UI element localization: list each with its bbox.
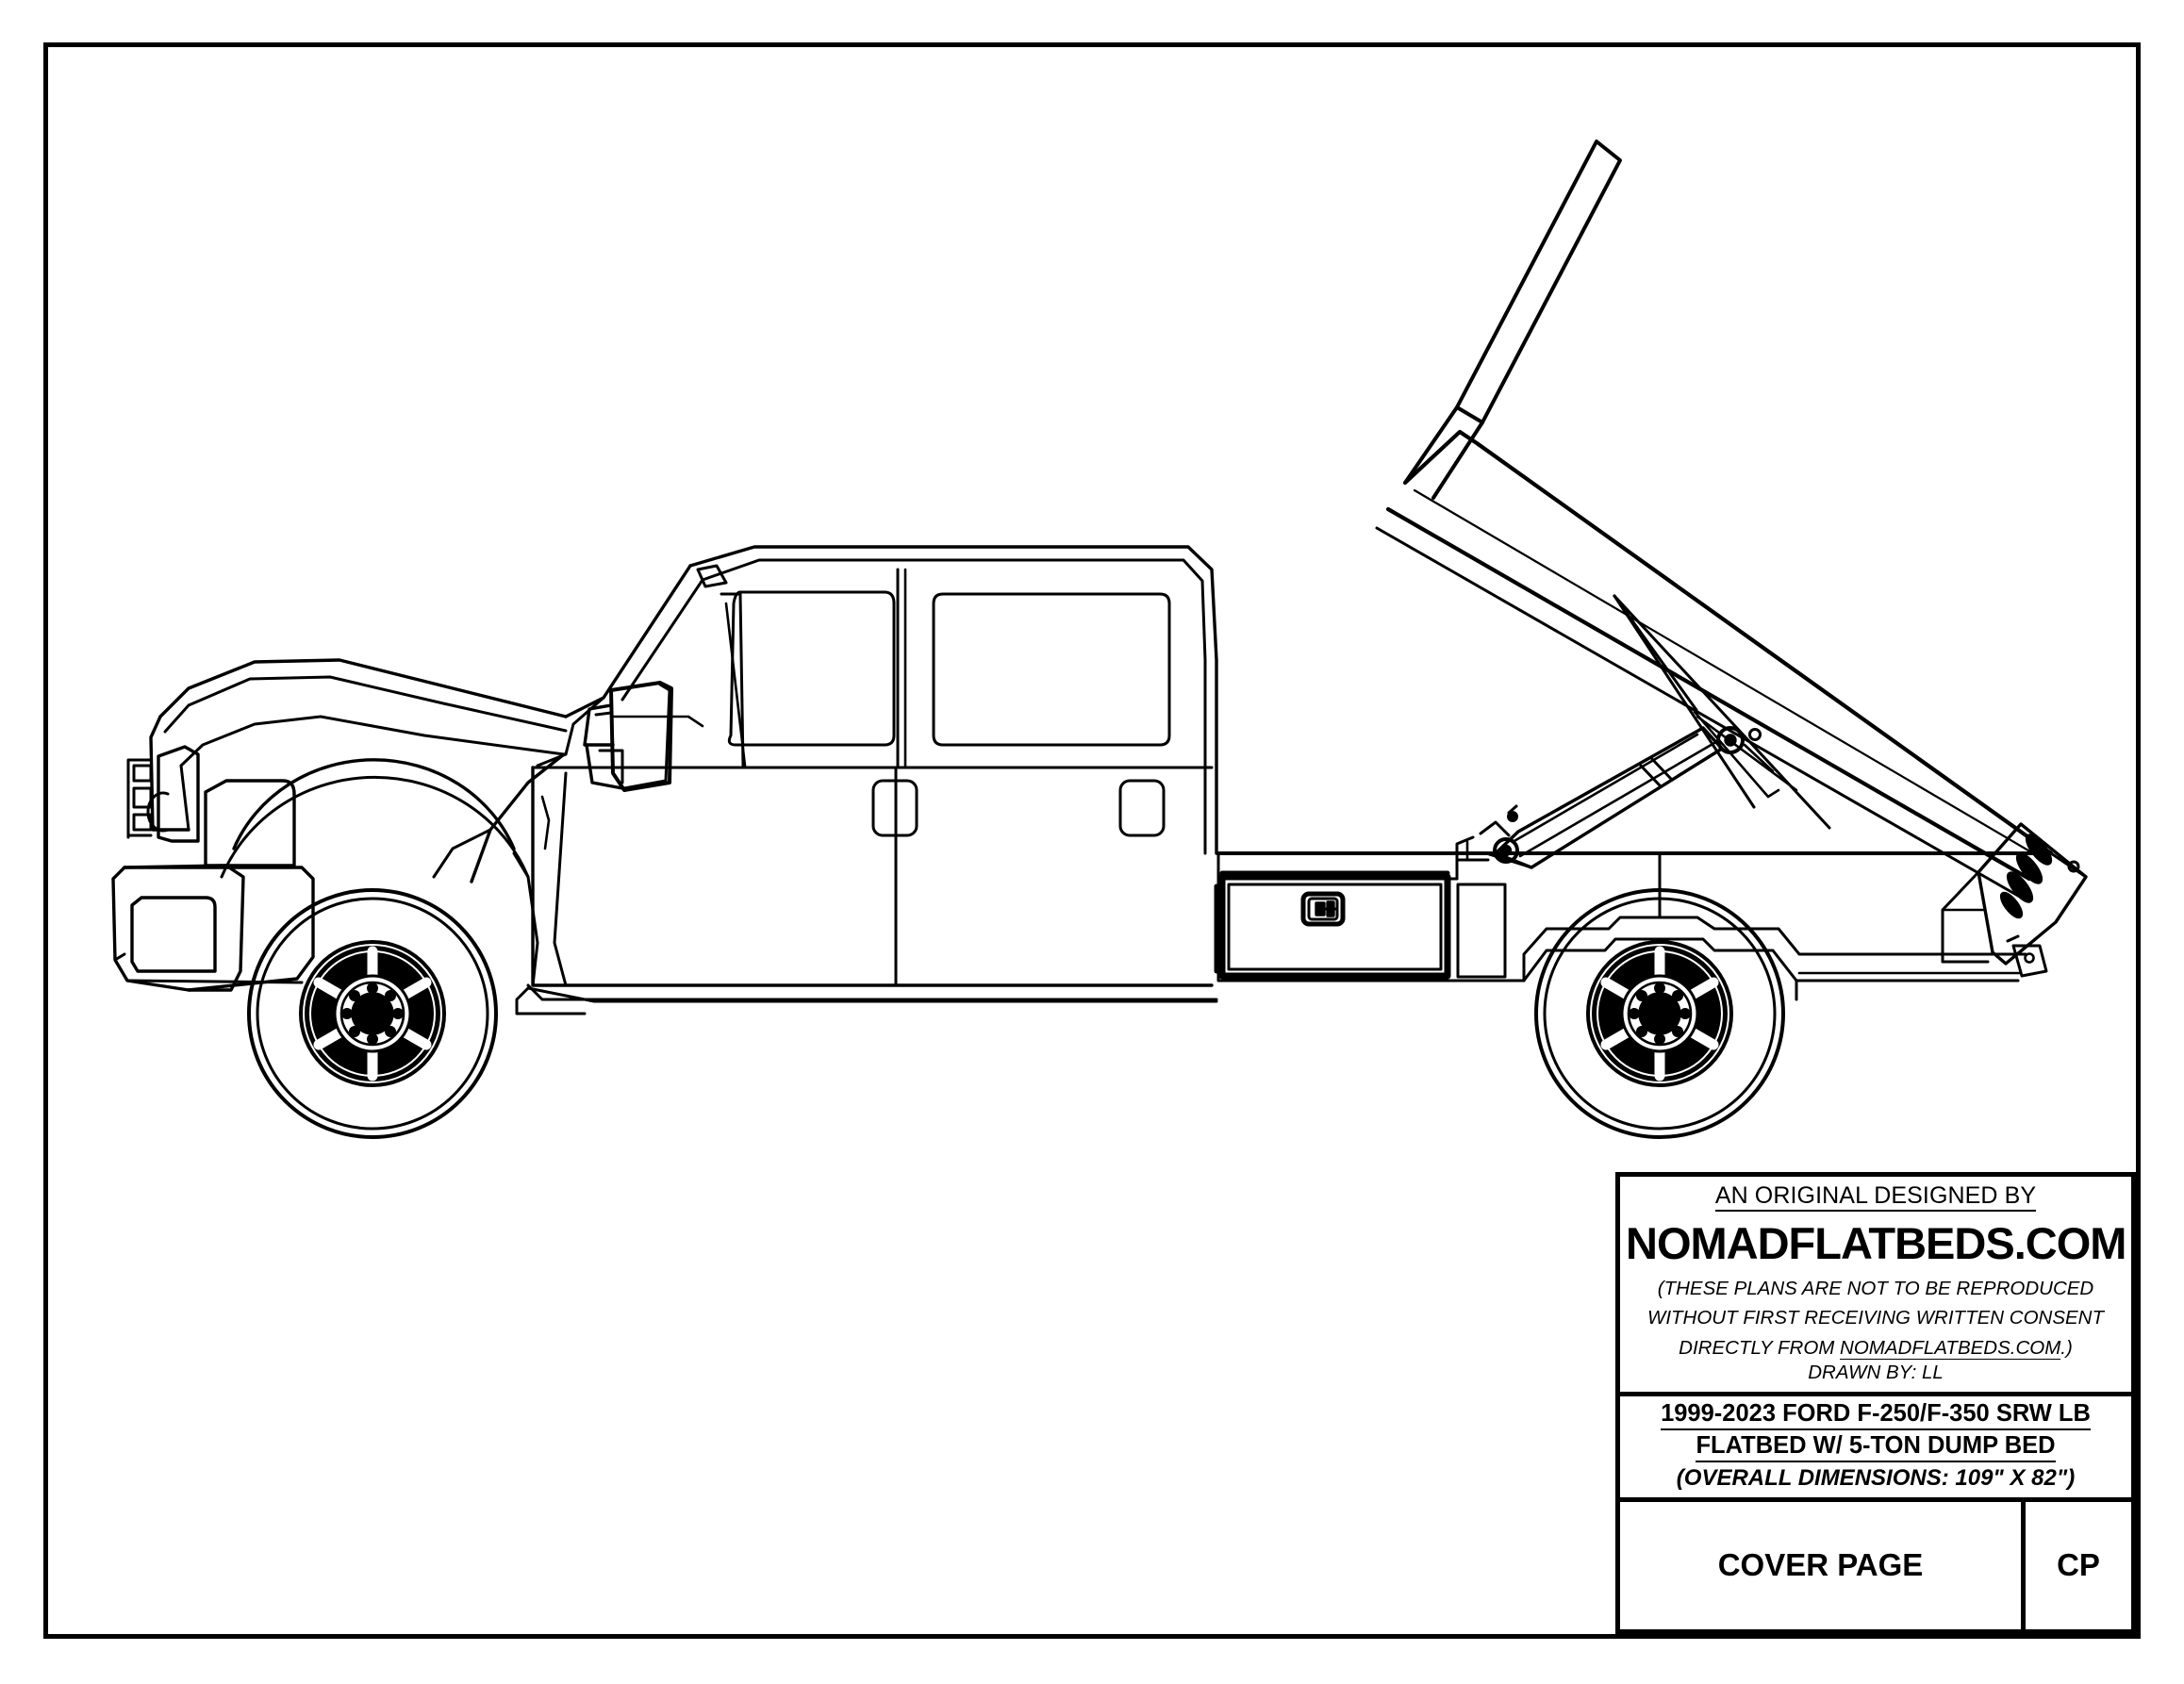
- brand-link: NOMADFLATBEDS.COM: [1840, 1337, 2061, 1361]
- dump-bed-deck: [1375, 429, 2054, 898]
- dump-bed-headboard: [1403, 140, 1622, 500]
- tow-mirror: [583, 681, 673, 792]
- front-bumper: [111, 864, 315, 992]
- drawing-title-line-1: 1999-2023 FORD F-250/F-350 SRW LB: [1661, 1400, 2091, 1430]
- flatbed-side-panel: [1456, 883, 1507, 979]
- rear-fender: [1522, 851, 2027, 1001]
- overall-dimensions: (OVERALL DIMENSIONS: 109" X 82"): [1676, 1464, 2076, 1491]
- title-block-page-section: COVER PAGE CP: [1620, 1501, 2131, 1629]
- dump-bed-underframe: [1613, 594, 1831, 830]
- hydraulic-cylinder: [1455, 726, 1745, 869]
- designed-by-label: AN ORIGINAL DESIGNED BY: [1714, 1182, 2037, 1212]
- sheet-border: [43, 42, 2141, 1639]
- front-wheel: [247, 888, 498, 1139]
- grille-and-headlight: [126, 745, 296, 867]
- rear-wheel: [1534, 888, 1785, 1139]
- dump-bed-assembly: [1375, 140, 2088, 978]
- drawing-title-line-2: FLATBED W/ 5-TON DUMP BED: [1696, 1432, 2056, 1462]
- front-window: [727, 590, 896, 747]
- title-block-title-section: 1999-2023 FORD F-250/F-350 SRW LB FLATBE…: [1620, 1396, 2131, 1502]
- page-code: CP: [2057, 1547, 2100, 1583]
- door-handle-rear: [1118, 779, 1166, 837]
- rear-hinge-assembly: [1941, 822, 2088, 978]
- drawn-by-label: DRAWN BY: LL: [1808, 1361, 1944, 1383]
- legal-notice-line-1: (THESE PLANS ARE NOT TO BE REPRODUCED: [1657, 1277, 2094, 1299]
- brand-name: NOMADFLATBEDS.COM: [1626, 1218, 2126, 1268]
- legal-suffix: .): [2060, 1337, 2073, 1360]
- rear-window: [932, 592, 1171, 747]
- rocker-panel: [515, 986, 587, 1015]
- underbody-toolbox: [1214, 870, 1451, 980]
- legal-notice-line-2: WITHOUT FIRST RECEIVING WRITTEN CONSENT: [1646, 1307, 2104, 1329]
- title-block: AN ORIGINAL DESIGNED BY NOMADFLATBEDS.CO…: [1615, 1172, 2136, 1634]
- legal-notice-line-3: DIRECTLY FROM NOMADFLATBEDS.COM.): [1626, 1337, 2126, 1361]
- hood-and-front-fender: [149, 658, 568, 987]
- cab: [526, 545, 1218, 1003]
- legal-prefix: DIRECTLY FROM: [1679, 1337, 1841, 1360]
- door-handle-front: [871, 779, 918, 837]
- title-block-designer-section: AN ORIGINAL DESIGNED BY NOMADFLATBEDS.CO…: [1620, 1177, 2131, 1396]
- toolbox-latch: [1300, 891, 1346, 927]
- front-door: [720, 592, 898, 987]
- page-name: COVER PAGE: [1620, 1501, 2026, 1629]
